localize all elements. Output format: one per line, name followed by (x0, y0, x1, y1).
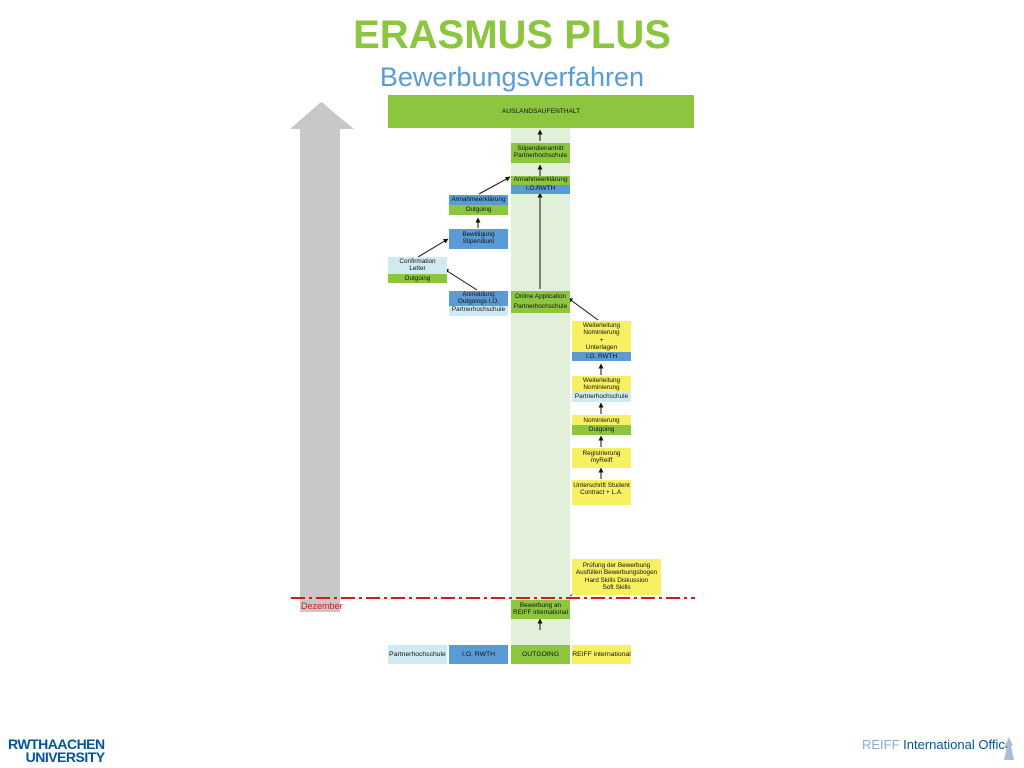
node-auslandsaufenthalt: AUSLANDSAUFENTHALT (388, 95, 694, 128)
node-line: Weiterleitung (572, 321, 631, 330)
node-line: Nominierung (572, 384, 631, 392)
node-line: Outgoing (449, 205, 508, 215)
node-line: Prüfung der Bewerbung (582, 562, 651, 569)
node-line: Letter (388, 265, 447, 275)
node-line: Annahmeerklärung (449, 195, 508, 205)
arrow (478, 176, 511, 195)
node-confirmation: Confirmation Letter Outgoing (388, 257, 447, 283)
node-line: Hard Skills Diskussion (584, 576, 649, 584)
node-line: Confirmation (388, 257, 447, 266)
node-annahme-outgoing: Annahmeerklärung Outgoing (449, 195, 508, 215)
node-line: Outgoing (388, 274, 447, 283)
node-line: Partnerhochschule (511, 302, 570, 313)
logo-line-1: RWTHAACHEN (8, 736, 105, 752)
legend-outgoing: OUTGOING (511, 645, 570, 664)
node-line: Unterschrift Student (573, 482, 630, 489)
node-registrierung: Registrierung myReiff (572, 448, 631, 468)
node-line: Outgoings I.O. (449, 298, 508, 306)
node-line: Online Application (511, 291, 570, 302)
node-annahme-io: Annahmeerklärung I.O.RWTH (511, 176, 570, 194)
node-line: Partnerhochschule (513, 152, 568, 160)
node-line: Registrierung (582, 450, 621, 457)
logo-line-2: UNIVERSITY (25, 749, 106, 765)
office-name: International Office (899, 737, 1013, 752)
arrow (443, 268, 478, 291)
node-line: Soft Skills (602, 584, 631, 592)
legend-reiff: REIFF international (572, 645, 631, 664)
node-weiterleitung-nominierung: Weiterleitung Nominierung Partnerhochsch… (572, 376, 631, 402)
node-line: + (572, 336, 631, 345)
node-line: REIFF international (512, 609, 569, 617)
legend-io-rwth: I.O. RWTH (449, 645, 508, 664)
node-line: Bewerbung an (519, 602, 562, 609)
node-line: Stipendium (462, 238, 495, 246)
node-line: Partnerhochschule (572, 391, 631, 402)
node-unterschrift: Unterschrift Student Contract + L.A. (572, 480, 631, 505)
legend-partnerhochschule: Partnerhochschule (388, 645, 447, 664)
office-label: REIFF International Office (862, 737, 1012, 752)
node-line: myReiff (590, 457, 613, 465)
office-reiff: REIFF (862, 737, 900, 752)
node-bewerbung: Bewerbung an REIFF international (511, 600, 570, 619)
node-line: Bewilligung (462, 231, 495, 238)
node-line: Partnerhochschule (449, 305, 508, 316)
rwth-logo: RWTHAACHEN UNIVERSITY (8, 736, 106, 765)
node-line: Weiterleitung (572, 376, 631, 385)
node-line: Unterlagen (572, 344, 631, 352)
node-line: Outgoing (572, 425, 631, 435)
node-line: Contract + L.A. (580, 489, 623, 497)
node-line: Nominierung (572, 329, 631, 337)
arrow (567, 297, 599, 321)
node-line: I.O.RWTH (511, 185, 570, 194)
node-nominierung: Nominierung Outgoing (572, 415, 631, 435)
node-line: Nominierung (572, 415, 631, 425)
node-line: Anmeldung (449, 291, 508, 299)
page-subtitle: Bewerbungsverfahren (379, 62, 645, 92)
node-line: Stipendienantritt (517, 145, 564, 152)
node-bewilligung: Bewilligung Stipendium (449, 229, 508, 249)
deadline-label: Dezember (301, 601, 343, 611)
timeline-arrow (300, 102, 352, 612)
timeline-arrow-head (290, 102, 354, 129)
node-pruefung: Prüfung der Bewerbung Ausfüllen Bewerbun… (572, 559, 661, 595)
node-line: Ausfüllen Bewerbungsbogen (575, 569, 658, 577)
node-weiterleitung-unterlagen: Weiterleitung Nominierung + Unterlagen I… (572, 321, 631, 364)
node-line: Annahmeerklärung (511, 176, 570, 185)
node-anmeldung: Anmeldung Outgoings I.O. Partnerhochschu… (449, 291, 508, 316)
arrow (417, 238, 449, 258)
node-line: I.O. RWTH (572, 351, 631, 361)
node-online-application: Online Application Partnerhochschule (511, 291, 570, 313)
tower-icon (1004, 737, 1014, 760)
page-title: ERASMUS PLUS (353, 13, 671, 57)
node-stipendienantritt: Stipendienantritt Partnerhochschule (511, 143, 570, 163)
